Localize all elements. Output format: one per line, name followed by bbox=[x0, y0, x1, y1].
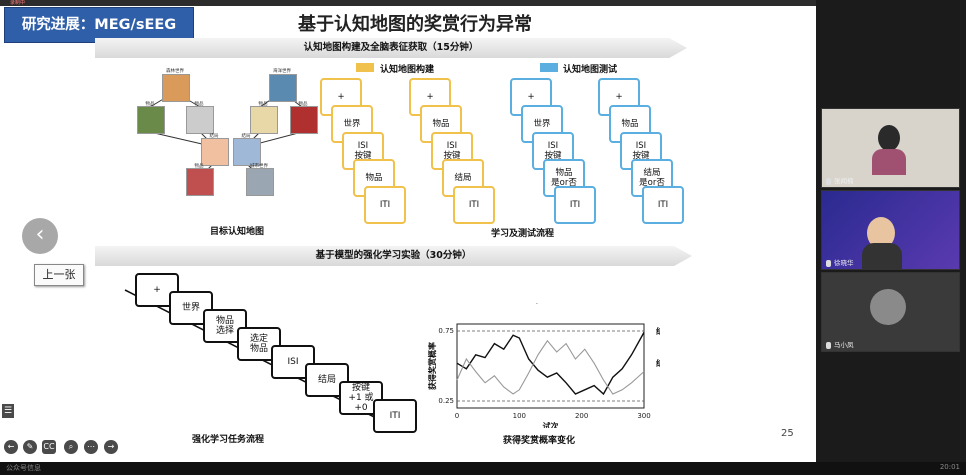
avatar bbox=[878, 125, 900, 151]
page-number: 25 bbox=[781, 428, 794, 439]
forward-arrow-icon[interactable]: → bbox=[104, 440, 118, 454]
x-tick-label: 100 bbox=[513, 412, 526, 420]
participant-tile[interactable]: 张闻楠 bbox=[821, 108, 960, 188]
prev-slide-circle-button[interactable]: ‹ bbox=[22, 218, 58, 254]
mic-icon bbox=[826, 341, 831, 349]
map-label: 物品 bbox=[298, 102, 308, 107]
caption-target-map: 目标认知地图 bbox=[210, 227, 265, 237]
legend-entry: 结局1 bbox=[656, 326, 660, 336]
item-picture-machine bbox=[186, 106, 214, 134]
prev-slide-button[interactable]: 上一张 bbox=[34, 264, 84, 286]
search-icon[interactable]: ⌕ bbox=[64, 440, 78, 454]
x-tick-label: 300 bbox=[637, 412, 650, 420]
series-line-1 bbox=[456, 332, 645, 396]
x-axis-label: 试次 bbox=[543, 421, 559, 428]
build-seq-b-step: ITI bbox=[453, 186, 495, 224]
chevron-left-icon: ‹ bbox=[35, 222, 45, 247]
item-picture-fruit bbox=[186, 168, 214, 196]
reward-probability-chart: 0 100 200 300 0.25 0.75 试次 获得奖赏概率 结局1 结局2 bbox=[427, 323, 660, 428]
map-label: 结局 bbox=[241, 134, 251, 139]
banner2-text: 基于模型的强化学习实验（30分钟） bbox=[315, 250, 472, 261]
research-badge: 研究进展：MEG/sEEG bbox=[4, 7, 194, 43]
avatar-body bbox=[872, 149, 906, 175]
bottom-left-text: 公众号信息 bbox=[6, 464, 41, 472]
y-tick-label: 0.25 bbox=[438, 397, 454, 405]
item-picture-car bbox=[290, 106, 318, 134]
ocean-world-picture bbox=[269, 74, 297, 102]
avatar bbox=[870, 289, 906, 325]
mic-icon bbox=[826, 259, 831, 267]
legend-swatch-test bbox=[540, 63, 558, 72]
section-banner-2: 基于模型的强化学习实验（30分钟） bbox=[95, 246, 692, 266]
participant-tile-active[interactable]: 徐晓华 bbox=[821, 190, 960, 270]
banner1-text: 认知地图构建及全脑表征获取（15分钟） bbox=[303, 42, 479, 53]
map-label: 物品 bbox=[194, 102, 204, 107]
plot-frame bbox=[456, 323, 645, 409]
slide-title: 基于认知地图的奖赏行为异常 bbox=[298, 14, 532, 35]
y-tick-label: 0.75 bbox=[438, 327, 454, 335]
captions-icon[interactable]: CC bbox=[42, 440, 56, 454]
rl-steps-step: + bbox=[135, 273, 179, 307]
participant-name: 马小凤 bbox=[826, 339, 854, 349]
outcome-picture-face bbox=[201, 138, 229, 166]
slide: 录制中 研究进展：MEG/sEEG 基于认知地图的奖赏行为异常 认知地图构建及全… bbox=[0, 0, 816, 462]
bottom-right-text: 20:01 bbox=[939, 463, 960, 471]
legend-test: 认知地图测试 bbox=[563, 65, 618, 75]
test-seq-a-step: ITI bbox=[554, 186, 596, 224]
section-banner-1: 认知地图构建及全脑表征获取（15分钟） bbox=[95, 38, 687, 58]
participant-name: 徐晓华 bbox=[826, 257, 854, 267]
recording-tag: 录制中 bbox=[10, 0, 26, 6]
item-picture-animal bbox=[250, 106, 278, 134]
x-tick-label: 0 bbox=[455, 412, 459, 420]
test-seq-b-step: ITI bbox=[642, 186, 684, 224]
more-icon[interactable]: ⋯ bbox=[84, 440, 98, 454]
item-picture-turtle bbox=[137, 106, 165, 134]
back-arrow-icon[interactable]: ← bbox=[4, 440, 18, 454]
rl-steps-step: ITI bbox=[373, 399, 417, 433]
legend-build: 认知地图构建 bbox=[380, 65, 435, 75]
map-label: 物品 bbox=[145, 102, 155, 107]
participant-panel: 张闻楠 徐晓华 马小凤 bbox=[816, 0, 966, 462]
y-axis-label: 获得奖赏概率 bbox=[427, 342, 437, 391]
avatar-body bbox=[862, 243, 902, 269]
stray-dot: . bbox=[536, 299, 538, 306]
map-label: 结局 bbox=[209, 134, 219, 139]
bottom-bar: 公众号信息 20:01 bbox=[0, 462, 966, 475]
participant-name: 张闻楠 bbox=[826, 175, 854, 185]
participant-tile[interactable]: 马小凤 bbox=[821, 272, 960, 352]
mic-icon bbox=[826, 177, 831, 185]
legend-entry: 结局2 bbox=[656, 358, 660, 368]
legend-swatch-build bbox=[356, 63, 374, 72]
outcome-picture-building bbox=[233, 138, 261, 166]
x-tick-label: 200 bbox=[575, 412, 588, 420]
map-label: 物品 bbox=[194, 164, 204, 169]
city-world-picture bbox=[246, 168, 274, 196]
map-label: 城市世界 bbox=[250, 164, 268, 169]
map-label: 森林世界 bbox=[166, 69, 184, 74]
top-strip bbox=[0, 0, 816, 6]
series-line-2 bbox=[456, 339, 645, 395]
pen-icon[interactable]: ✎ bbox=[23, 440, 37, 454]
caption-rl: 强化学习任务流程 bbox=[192, 435, 265, 445]
caption-flow: 学习及测试流程 bbox=[491, 229, 555, 239]
map-label: 海洋世界 bbox=[273, 69, 291, 74]
caption-chart: 获得奖赏概率变化 bbox=[503, 436, 576, 446]
map-label: 物品 bbox=[258, 102, 268, 107]
build-seq-a-step: ITI bbox=[364, 186, 406, 224]
forest-world-picture bbox=[162, 74, 190, 102]
menu-icon[interactable]: ☰ bbox=[2, 404, 14, 418]
